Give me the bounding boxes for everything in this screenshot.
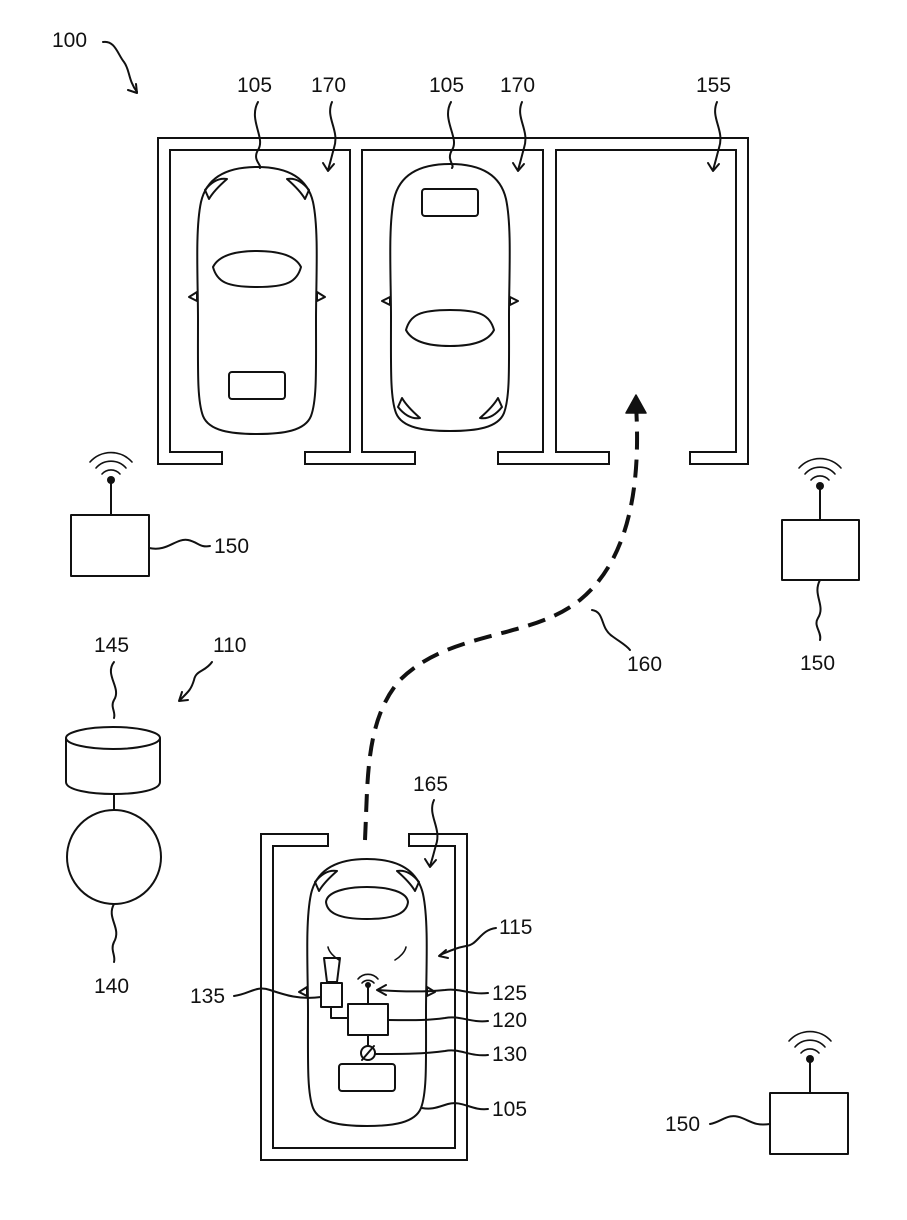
leader-space-left (328, 102, 335, 170)
leader-vehicle-middle (448, 102, 454, 168)
label-path: 160 (627, 653, 662, 676)
leader-path (592, 610, 630, 650)
signal-icon (799, 459, 841, 480)
leader-vehicle-left (255, 102, 260, 168)
label-server: 140 (94, 975, 129, 998)
leader-space-middle (518, 102, 525, 170)
leader-beacon-bottom (710, 1116, 770, 1124)
label-server-system: 110 (213, 634, 246, 657)
path-arrowhead (626, 395, 646, 413)
beacon-left (71, 453, 149, 576)
label-antenna: 125 (492, 982, 527, 1005)
label-vehicle-middle: 105 (429, 74, 464, 97)
label-controller: 120 (492, 1009, 527, 1032)
leader-system (103, 42, 137, 92)
parked-vehicle-middle (382, 164, 518, 431)
label-subject-vehicle: 105 (492, 1098, 527, 1121)
antenna-icon (358, 974, 378, 1004)
label-beacon-bottom: 150 (665, 1113, 700, 1136)
controller-icon (348, 1004, 388, 1035)
label-space-middle: 170 (500, 74, 535, 97)
signal-icon (90, 453, 132, 474)
label-sensor: 130 (492, 1043, 527, 1066)
signal-icon (789, 1032, 831, 1053)
label-beacon-left: 150 (214, 535, 249, 558)
label-camera: 135 (190, 985, 225, 1008)
label-target-space: 155 (696, 74, 731, 97)
parked-vehicle-left (189, 167, 325, 434)
label-database: 145 (94, 634, 129, 657)
label-garage: 165 (413, 773, 448, 796)
connector-camera-controller (331, 1007, 348, 1018)
beacon-right (782, 459, 859, 580)
leader-target-space (713, 102, 720, 170)
leader-beacon-right (816, 580, 820, 640)
leader-server-system (180, 662, 212, 700)
camera-icon (321, 958, 342, 1007)
label-vehicle-left: 105 (237, 74, 272, 97)
parking-lot-structure (158, 138, 748, 464)
server-icon (67, 810, 161, 904)
label-vehicle-system: 115 (499, 916, 532, 939)
label-space-left: 170 (311, 74, 346, 97)
sensor-icon (361, 1046, 375, 1060)
leader-database (111, 662, 116, 718)
leader-sensor (375, 1050, 488, 1055)
leader-controller (388, 1017, 488, 1021)
database-icon (66, 727, 160, 794)
label-system: 100 (52, 29, 87, 52)
leader-beacon-left (149, 540, 210, 549)
leader-server (112, 904, 117, 962)
label-beacon-right: 150 (800, 652, 835, 675)
beacon-bottom-right (770, 1032, 848, 1154)
